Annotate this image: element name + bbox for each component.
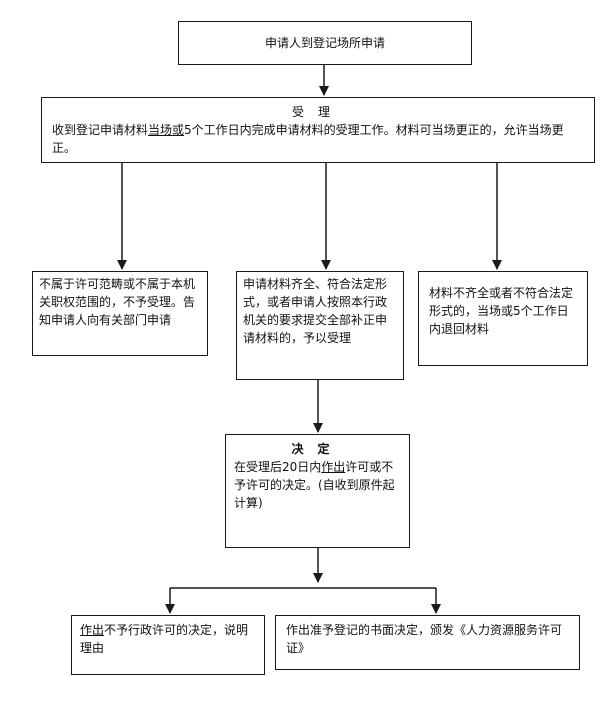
decision-text-2: 许可或不予许可的决定。(自收到原件起计算) [234,460,395,510]
result-grant-text: 作出准予登记的书面决定，颁发《人力资源服务许可证》 [286,623,563,655]
result-deny-text: 不予行政许可的决定，说明理由 [80,623,249,655]
step-accept-text-2: 5个工作日内完成申请材料的受理工作。材料可当场更正的，允许当场更正。 [52,123,564,155]
decision-text-1: 在受理后20日内 [234,460,322,474]
step-accept-text-1: 收到登记申请材料 [52,123,149,137]
branch-accept-text: 申请材料齐全、符合法定形式，或者申请人按照本行政机关的要求提交全部补正申请材料的… [243,277,388,345]
decision-text-underline: 作出 [321,460,346,474]
result-deny-text-underline: 作出 [80,623,105,637]
branch-return-text: 材料不齐全或者不符合法定形式的，当场或5个工作日内退回材料 [429,286,574,336]
branch-reject-text: 不属于许可范畴或不属于本机关职权范围的，不予受理。告知申请人向有关部门申请 [39,277,196,327]
branch-reject-box: 不属于许可范畴或不属于本机关职权范围的，不予受理。告知申请人向有关部门申请 [32,271,208,356]
branch-accept-box: 申请材料齐全、符合法定形式，或者申请人按照本行政机关的要求提交全部补正申请材料的… [236,271,404,380]
step-apply-box: 申请人到登记场所申请 [178,21,472,65]
step-accept-title: 受理 [291,105,344,119]
result-grant-box: 作出准予登记的书面决定，颁发《人力资源服务许可证》 [275,615,580,670]
step-accept-text-underline-1: 当场 [148,123,173,137]
decision-title: 决定 [291,442,344,456]
step-accept-text-underline-2: 或 [172,123,185,137]
branch-return-box: 材料不齐全或者不符合法定形式的，当场或5个工作日内退回材料 [418,271,588,366]
step-accept-box: 受理 收到登记申请材料当场或5个工作日内完成申请材料的受理工作。材料可当场更正的… [41,97,595,163]
step-apply-text: 申请人到登记场所申请 [264,36,385,50]
result-deny-box: 作出不予行政许可的决定，说明理由 [71,615,265,675]
decision-box: 决定 在受理后20日内作出许可或不予许可的决定。(自收到原件起计算) [225,434,410,548]
